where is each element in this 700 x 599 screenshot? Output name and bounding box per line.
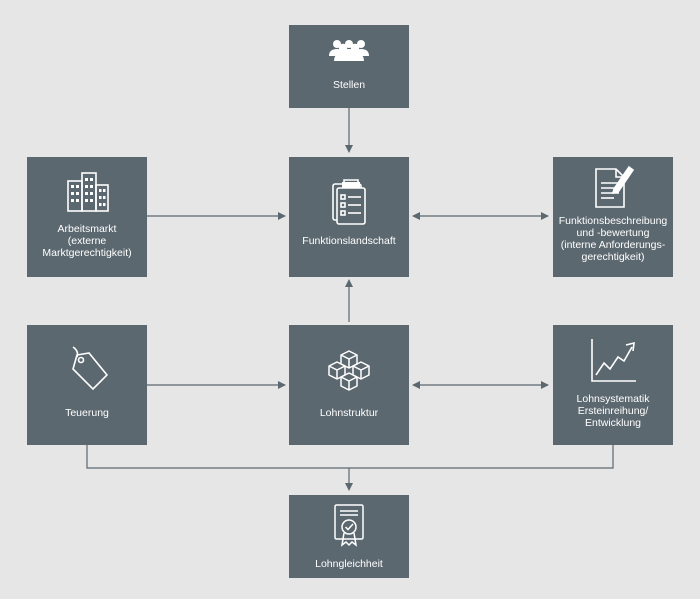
- line-teuerung-lohnsystematik-bracket: [86, 445, 614, 469]
- node-lohnsystematik: Lohnsystematik Ersteinreihung/ Entwicklu…: [553, 325, 673, 445]
- node-label-lohnstruktur: Lohnstruktur: [319, 407, 379, 419]
- node-label-lohngleichheit: Lohngleichheit: [315, 558, 383, 570]
- node-teuerung: Teuerung: [27, 325, 147, 445]
- node-funktionsbeschreibung: Funktionsbeschreibung und -bewertung (in…: [553, 157, 673, 277]
- node-label-funktionsbeschreibung: Funktionsbeschreibung und -bewertung (in…: [558, 215, 668, 263]
- price-tag-icon: [27, 345, 147, 393]
- people-group-icon: [289, 39, 409, 61]
- document-pen-icon: [553, 163, 673, 209]
- node-lohnstruktur: Lohnstruktur: [289, 325, 409, 445]
- clipboard-checklist-icon: [289, 179, 409, 225]
- node-label-funktionslandschaft: Funktionslandschaft: [302, 235, 396, 247]
- rising-chart-icon: [553, 337, 673, 383]
- node-stellen: Stellen: [289, 25, 409, 108]
- office-buildings-icon: [27, 171, 147, 213]
- node-label-arbeitsmarkt: Arbeitsmarkt (externe Marktgerechtigkeit…: [42, 223, 132, 259]
- node-label-stellen: Stellen: [332, 79, 366, 91]
- node-funktionslandschaft: Funktionslandschaft: [289, 157, 409, 277]
- node-label-lohnsystematik: Lohnsystematik Ersteinreihung/ Entwicklu…: [576, 393, 650, 429]
- certificate-icon: [289, 503, 409, 547]
- cubes-icon: [289, 349, 409, 393]
- node-label-teuerung: Teuerung: [65, 407, 109, 419]
- node-lohngleichheit: Lohngleichheit: [289, 495, 409, 578]
- node-arbeitsmarkt: Arbeitsmarkt (externe Marktgerechtigkeit…: [27, 157, 147, 277]
